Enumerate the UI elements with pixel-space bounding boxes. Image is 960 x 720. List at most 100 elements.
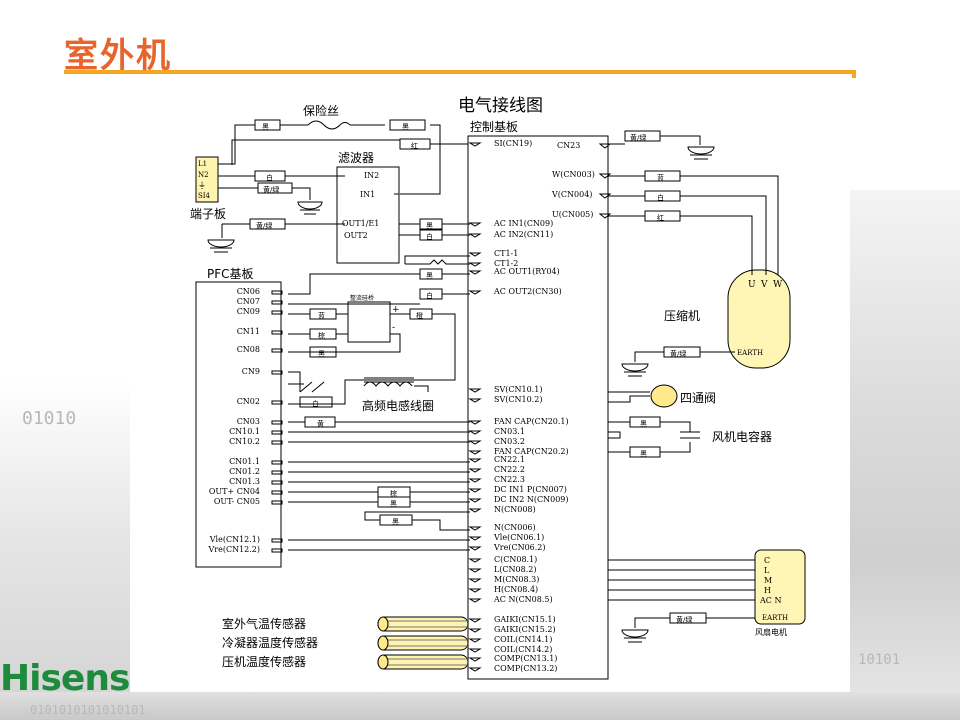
control-board-pin-label: CT1-2 [494,259,518,268]
wire-color-label: 橙 [416,311,423,320]
wire-color-label: 白 [426,232,433,241]
title-underline [64,70,856,74]
control-board-pin-label: SV(CN10.2) [494,395,542,404]
pfc-board-label: PFC基板 [207,267,254,281]
wire-tag [644,170,681,182]
background-strip-bottom [0,692,960,720]
wire-fan-motor [608,559,755,601]
wire-color-label: 黑 [640,420,647,428]
terminal-block [195,156,219,203]
connector-marker [271,470,283,475]
compressor-terminal: V [760,280,768,290]
wire-ac-out2 [288,293,470,305]
wire-color-label: 黑 [390,500,397,508]
connector-marker [271,300,283,305]
fan-motor-terminal: L [764,566,770,575]
wire-tag [629,416,661,428]
slide-title: 室外机 [64,36,172,76]
wire-tag [249,218,286,230]
filter-pin: IN2 [364,171,379,180]
sensor-cable [377,616,469,632]
connector-marker [468,578,482,583]
wire-color-label: 黄 [317,419,324,428]
control-board-pin-label: V(CN004) [551,190,592,199]
connector-marker [468,262,482,267]
ground-icon [687,146,715,160]
wire-fan-motor-earth [634,617,755,628]
wire-tag [309,346,337,358]
control-board-label: 控制基板 [470,120,518,134]
ground-icon [297,201,323,215]
sensor-label: 压机温度传感器 [222,654,306,669]
sensor-head [377,635,389,651]
control-board-pin-label: CN22.1 [494,455,525,464]
connector-marker [468,270,482,275]
wire-tag [399,138,431,150]
fan-motor-terminal: H [764,586,771,595]
wire-color-label: 棕 [390,489,397,498]
control-board-pin-label: N(CN006) [494,523,536,532]
control-board-pin-label: COMP(CN13.1) [494,654,557,663]
rectifier-plus: + [392,305,400,315]
wire-tag [644,210,681,222]
background-binary-text: 01010 [22,408,77,429]
wire-inductor [288,385,429,405]
connector-marker [468,648,482,653]
sensor-label: 冷凝器温度传感器 [222,635,318,650]
connector-marker [468,568,482,573]
wire-dc-in [288,491,470,503]
wire-fan-capacitor [608,421,700,453]
sensor-head [377,616,389,632]
filter-pin: OUT2 [344,231,368,240]
wire-color-label: 黑 [640,450,647,458]
compressor-earth-label: EARTH [737,349,763,357]
connector-marker [468,450,482,455]
background-panel-left [0,380,130,720]
terminal-pin: SI4 [198,192,211,200]
connector-marker [468,388,482,393]
wire-ground [218,187,311,200]
wire-color-label: 黑 [426,272,433,280]
control-board-pin-label: CN22.3 [494,475,525,484]
control-board-pin-label: COIL(CN14.1) [494,635,552,644]
control-board-pin-label: W(CN003) [552,170,595,179]
inductor-label: 高频电感线圈 [362,398,434,413]
connector-marker [468,526,482,531]
connector-marker [468,598,482,603]
wire-color-label: 白 [266,173,273,182]
control-board-pin-label: FAN CAP(CN20.1) [494,417,569,426]
wire-tag [669,612,707,624]
wire-cn9 [288,371,325,393]
wire-ac-out1 [288,273,470,295]
connector-marker [468,498,482,503]
wire-four-way-valve [608,391,650,403]
connector-marker [271,440,283,445]
connector-marker [468,398,482,403]
control-board-pin-label: Vle(CN06.1) [493,533,544,542]
connector-marker [468,558,482,563]
wire-tag [379,514,413,526]
wire-color-label: 红 [411,141,418,150]
pfc-pin-label: OUT- CN05 [214,497,260,506]
fan-capacitor-label: 风机电容器 [712,429,772,444]
control-board-pin-label: AC OUT2(CN30) [493,287,562,296]
pfc-pin-label: CN10.2 [229,437,260,446]
fuse-label: 保险丝 [303,103,339,118]
wire-color-label: 黄/绿 [256,221,272,230]
pfc-pin-label: CN03 [237,417,260,426]
compressor [727,269,791,369]
connector-marker [468,618,482,623]
control-board-pin-label: CN22.2 [494,465,525,474]
fan-motor [754,549,806,625]
connector-marker [468,638,482,643]
connector-marker [468,252,482,257]
connector-marker [468,440,482,445]
pfc-pin-label: Vle(CN12.1) [209,535,260,544]
control-board-pin-label: CT1-1 [494,249,518,258]
sensor-head [377,654,389,670]
wire-tag [419,288,443,300]
wire-tag [257,182,293,194]
control-board-pin-label: COIL(CN14.2) [494,645,552,654]
wire-tag [304,416,336,428]
control-board-pin-label: L(CN08.2) [494,565,537,574]
